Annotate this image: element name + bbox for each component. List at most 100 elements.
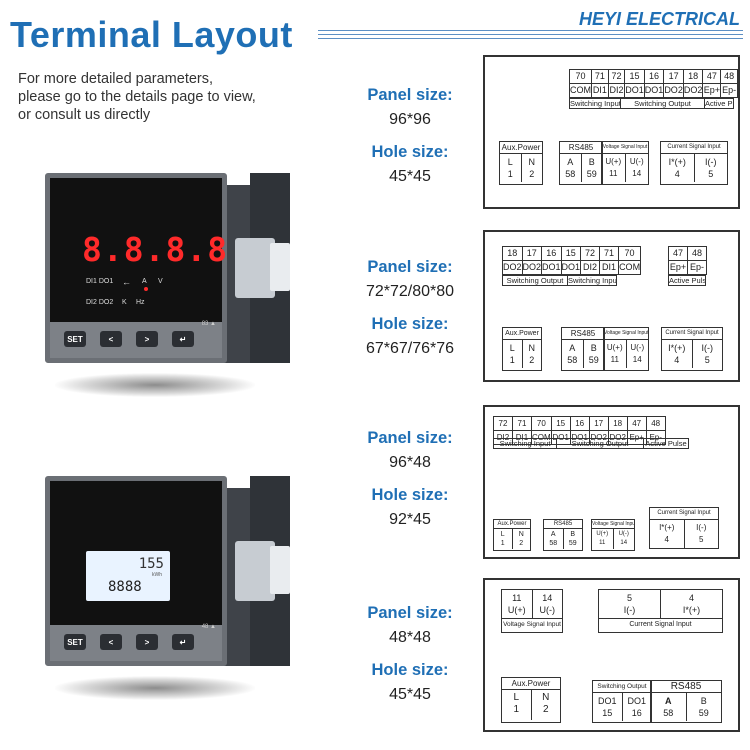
terminal-number: 47 [668, 246, 688, 261]
terminal-number: 16 [541, 246, 562, 261]
terminal-cell: U(+)11 [602, 154, 626, 182]
group-current-input: Current Signal Input I*(+)4 I(-)5 [649, 507, 719, 549]
mounting-clip [270, 243, 290, 291]
model-label: 48 ▲ [201, 624, 216, 630]
meter-face: 155 kWh 8888 48 ▲ SET < > ↵ [45, 476, 227, 666]
terminal-number: 71 [591, 69, 609, 84]
indicator-dot [144, 287, 148, 291]
set-button[interactable]: SET [64, 331, 86, 347]
group-voltage-input: Voltage Signal Input U(+)11 U(-)14 [603, 327, 649, 371]
group-current-input: Current Signal Input I*(+)4 I(-)5 [660, 141, 728, 185]
group-title: Aux.Power [502, 678, 560, 690]
panel-size-value: 72*72/80*80 [365, 283, 455, 300]
caption-switching-output: Switching Output [556, 438, 644, 449]
terminal-name: DO1 [541, 260, 562, 275]
terminal-number: 70 [531, 416, 552, 431]
caption-active-pulse: Active Pulse [668, 275, 706, 286]
terminal-name: DI2 [607, 83, 626, 98]
chevron-left-icon[interactable]: < [100, 634, 122, 650]
caption-switching-output: Switching Output [502, 275, 568, 286]
panel-size-label: Panel size: [367, 86, 453, 104]
terminal-name: Ep+ [668, 260, 688, 275]
terminal-name: COM [569, 83, 592, 98]
terminal-name: Ep- [720, 83, 738, 98]
terminal-number: 17 [521, 246, 543, 261]
terminal-number: 47 [626, 416, 647, 431]
terminal-cell: I(-)5 [701, 343, 714, 365]
spec-block-3: Panel size: 96*48 Hole size: 92*45 [335, 429, 485, 529]
caption-active-pulse: Active Pulse [643, 438, 689, 449]
terminal-name: DO1 [560, 260, 582, 275]
terminal-number: 48 [720, 69, 738, 84]
group-title: Voltage Signal Input [503, 621, 561, 628]
intro-line: For more detailed parameters, [18, 71, 214, 87]
mounting-clip [235, 541, 275, 601]
terminal-number: 17 [588, 416, 609, 431]
terminal-number: 71 [512, 416, 532, 431]
set-button[interactable]: SET [64, 634, 86, 650]
button-bar: 48 ▲ SET < > ↵ [50, 624, 222, 661]
arrow-left-icon: ← [122, 277, 131, 287]
hole-size-value: 45*45 [389, 686, 431, 703]
chevron-left-icon[interactable]: < [100, 331, 122, 347]
terminal-number: 70 [618, 246, 642, 261]
hole-size-label: Hole size: [371, 143, 449, 161]
terminal-cell: U(-)14 [630, 343, 645, 364]
meter-lcd-photo: 155 kWh 8888 48 ▲ SET < > ↵ [45, 476, 295, 700]
enter-icon[interactable]: ↵ [172, 331, 194, 347]
terminal-cell: U(+)11 [604, 340, 627, 368]
terminal-name: Ep- [687, 260, 707, 275]
terminal-name: DI2 [493, 430, 513, 445]
meter-face: 8.8.8.8 DI1 DO1 ← A V DI2 DO2 K Hz 83 ▲ … [45, 173, 227, 363]
intro-text: For more detailed parameters, please go … [18, 70, 256, 124]
lcd-main-value: 8888 [108, 579, 142, 595]
spec-block-2: Panel size: 72*72/80*80 Hole size: 67*67… [335, 258, 485, 358]
terminal-cell: I(-)5 [705, 157, 717, 179]
panel-size-label: Panel size: [367, 604, 453, 622]
group-title: RS485 [562, 328, 604, 340]
page-title: Terminal Layout [10, 14, 293, 55]
hole-size-label: Hole size: [371, 661, 449, 679]
terminal-name: DO2 [502, 260, 523, 275]
intro-line: please go to the details page to view, [18, 89, 256, 105]
terminal-cell: I*(+)4 [662, 340, 693, 368]
terminal-number: 15 [550, 416, 571, 431]
group-title: Aux.Power [494, 520, 530, 529]
indicator-label: A [142, 278, 147, 285]
panel-size-value: 48*48 [389, 629, 431, 646]
indicator-label: V [158, 278, 163, 285]
led-display: 8.8.8.8 [82, 230, 229, 269]
caption-active-pulse: Active Pulse [704, 98, 734, 109]
caption-switching-input: Switching Input [493, 438, 557, 449]
panel-size-value: 96*96 [389, 111, 431, 128]
chevron-right-icon[interactable]: > [136, 634, 158, 650]
chevron-right-icon[interactable]: > [136, 331, 158, 347]
lcd-top-value: 155 [138, 556, 164, 572]
terminal-number: 70 [569, 69, 592, 84]
group-title: RS485 [544, 520, 582, 529]
terminal-name: DO1 [624, 83, 645, 98]
indicator-label: K [122, 299, 127, 306]
enter-icon[interactable]: ↵ [172, 634, 194, 650]
terminal-cell: U(-)14 [618, 531, 629, 546]
terminal-number: 18 [502, 246, 523, 261]
terminal-cell: I*(+)4 [661, 154, 695, 182]
group-voltage-input: Voltage Signal Input U(+)11 U(-)14 [601, 141, 649, 185]
